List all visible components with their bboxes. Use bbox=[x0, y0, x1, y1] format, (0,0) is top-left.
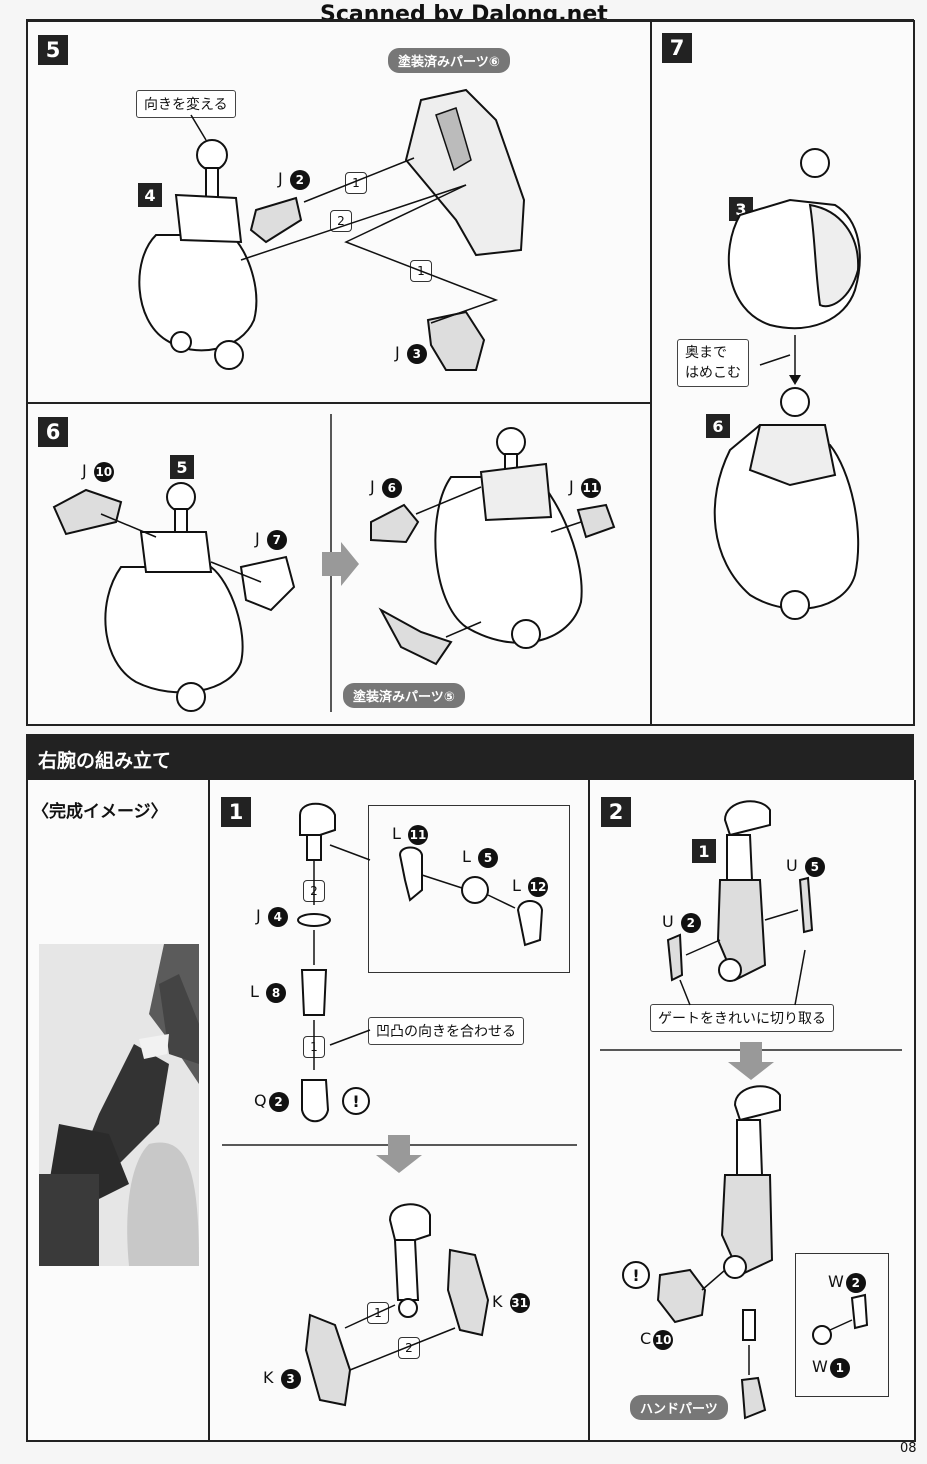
complete-image-divider bbox=[208, 780, 210, 1440]
arm-step1-label-l12: L 12 bbox=[512, 876, 549, 897]
complete-image-photo bbox=[39, 944, 199, 1266]
arm-step1-divider bbox=[588, 780, 590, 1440]
arm-step2-hand-parts-pill: ハンドパーツ bbox=[630, 1395, 728, 1420]
step5-part-ref: 4 bbox=[138, 183, 162, 207]
arm-step1-illustration bbox=[222, 802, 577, 1407]
step5-illustration bbox=[138, 88, 526, 371]
arm-step1-seq-2b: 2 bbox=[398, 1337, 420, 1359]
step5-label-j3: J 3 bbox=[395, 343, 427, 364]
step7-insert-note: 奥まで はめこむ bbox=[677, 339, 749, 387]
step7-note-line2: はめこむ bbox=[685, 365, 741, 381]
arm-step2-label-u2: U 2 bbox=[662, 912, 701, 933]
step7-note-line1: 奥まで bbox=[685, 345, 727, 361]
complete-image-label: 〈完成イメージ〉 bbox=[32, 802, 168, 822]
arm-step2-illustration bbox=[600, 800, 902, 1420]
arm-step1-label-k3: K 3 bbox=[263, 1368, 301, 1389]
arm-step2-caution-icon: ! bbox=[622, 1261, 650, 1289]
section-header-bar bbox=[26, 734, 914, 780]
arm-step2-hand-subframe bbox=[795, 1253, 889, 1397]
arm-step1-label-l11: L 11 bbox=[392, 824, 429, 845]
section-title: 右腕の組み立て bbox=[38, 750, 172, 772]
step7-number: 7 bbox=[662, 33, 692, 63]
arm-step1-subframe bbox=[368, 805, 570, 973]
step6-label-j6: J 6 bbox=[370, 477, 402, 498]
arm-step1-caution-icon: ! bbox=[342, 1087, 370, 1115]
step5-label-j2: J 2 bbox=[278, 169, 310, 190]
step6-illustration bbox=[52, 414, 616, 712]
arm-step1-label-k31: K 31 bbox=[492, 1292, 530, 1313]
step5-painted-parts-pill: 塗装済みパーツ⑥ bbox=[388, 48, 510, 73]
step6-label-j7: J 7 bbox=[255, 529, 287, 550]
step7-illustration bbox=[713, 148, 861, 620]
step6-number: 6 bbox=[38, 417, 68, 447]
step5-seq-2: 2 bbox=[330, 210, 352, 232]
arm-step1-label-j4: J 4 bbox=[256, 906, 288, 927]
arm-step2-gate-note: ゲートをきれいに切り取る bbox=[650, 1004, 834, 1032]
step7-part-ref-6: 6 bbox=[706, 414, 730, 438]
step6-painted-parts-pill: 塗装済みパーツ⑤ bbox=[343, 683, 465, 708]
arm-step1-label-l8: L 8 bbox=[250, 982, 287, 1003]
arm-step1-label-l5: L 5 bbox=[462, 847, 499, 868]
step6-label-j10: J 10 bbox=[82, 461, 114, 482]
arm-step2-part-ref: 1 bbox=[692, 839, 716, 863]
step5-number: 5 bbox=[38, 35, 68, 65]
page-number: 08 bbox=[900, 1441, 917, 1456]
step6-part-ref: 5 bbox=[170, 455, 194, 479]
step6-label-j11: J 11 bbox=[569, 477, 601, 498]
step5-turn-note: 向きを変える bbox=[136, 90, 236, 118]
arm-step1-number: 1 bbox=[221, 797, 251, 827]
arm-step2-number: 2 bbox=[601, 797, 631, 827]
step5-seq-1a: 1 bbox=[345, 172, 367, 194]
arm-step2-label-u5: U 5 bbox=[786, 856, 825, 877]
